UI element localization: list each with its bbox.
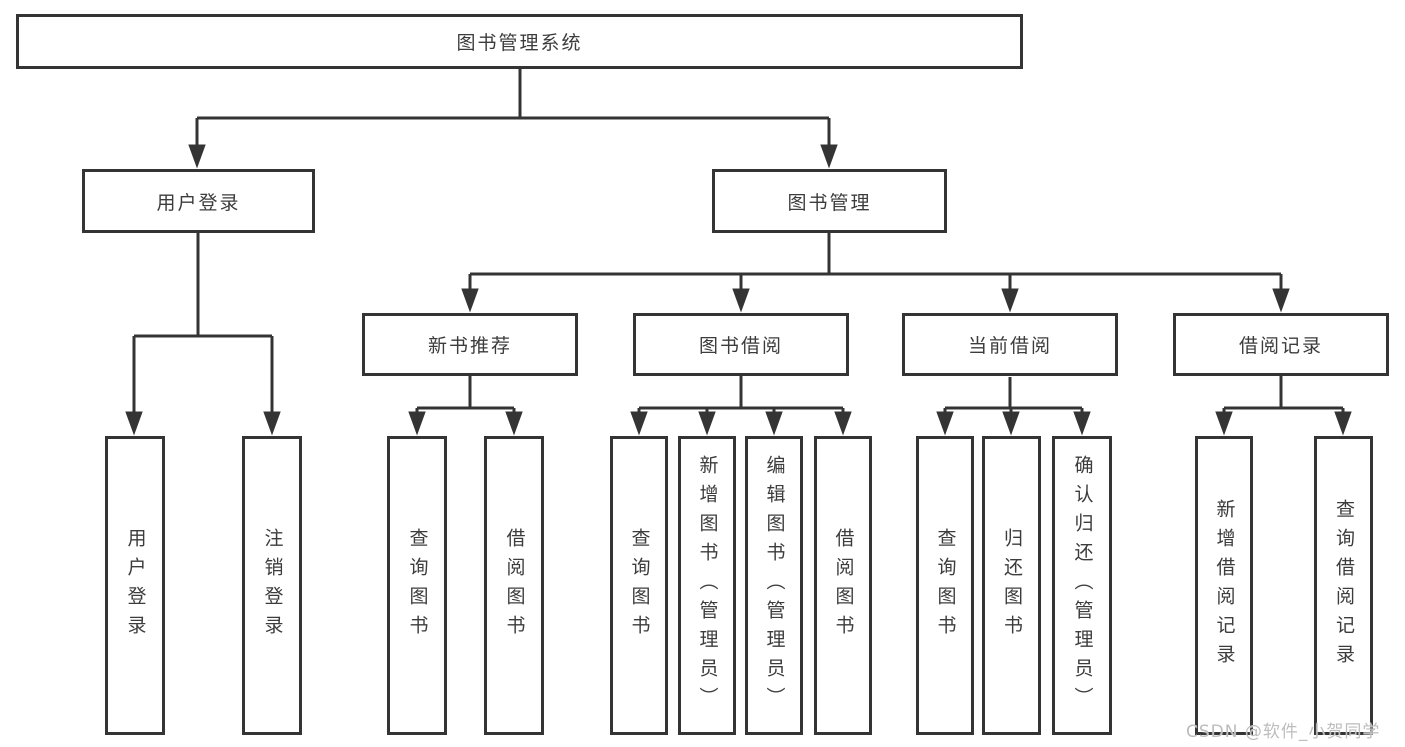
node-new-book-recommend: 新书推荐 — [362, 313, 578, 376]
node-library-management-system: 图书管理系统 — [16, 14, 1023, 69]
node-borrowing-records: 借阅记录 — [1173, 313, 1389, 376]
connector-user-login-branch — [125, 233, 281, 436]
connector-current-branch — [936, 377, 1091, 436]
leaf-logout: 注销登录 — [242, 436, 302, 735]
connector-book-management-branch — [461, 233, 1290, 313]
node-user-login: 用户登录 — [82, 169, 315, 233]
leaf-query-books-borrowing: 查询图书 — [610, 436, 668, 735]
leaf-query-borrow-record: 查询借阅记录 — [1314, 436, 1373, 735]
leaf-user-login: 用户登录 — [105, 436, 165, 735]
node-current-borrowing: 当前借阅 — [902, 313, 1118, 376]
connector-root-branch — [188, 69, 838, 169]
connector-recommend-branch — [408, 376, 523, 436]
leaf-add-books-admin: 新增图书（管理员） — [678, 436, 736, 735]
leaf-edit-books-admin: 编辑图书（管理员） — [745, 436, 803, 735]
leaf-return-books: 归还图书 — [982, 436, 1041, 735]
connector-records-branch — [1215, 376, 1352, 436]
leaf-confirm-return-admin: 确认归还（管理员） — [1052, 436, 1112, 735]
node-book-management: 图书管理 — [712, 169, 947, 233]
leaf-borrow-books-recommend: 借阅图书 — [484, 436, 544, 735]
leaf-query-books-recommend: 查询图书 — [387, 436, 447, 735]
connector-borrowing-branch — [630, 376, 852, 436]
leaf-query-books-current: 查询图书 — [916, 436, 974, 735]
leaf-add-borrow-record: 新增借阅记录 — [1195, 436, 1253, 735]
leaf-borrow-books-borrowing: 借阅图书 — [814, 436, 872, 735]
node-book-borrowing: 图书借阅 — [633, 313, 849, 376]
csdn-watermark: CSDN @软件_小贺同学 — [1186, 722, 1381, 742]
